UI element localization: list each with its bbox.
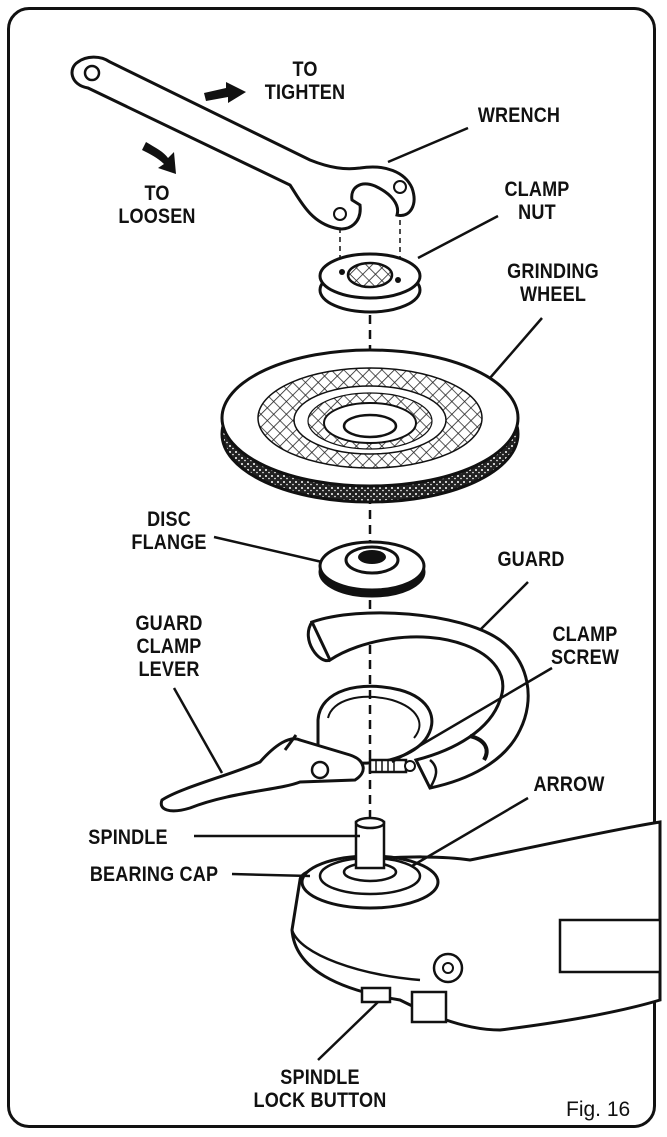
guard-clamp-lever-label: GUARD CLAMP LEVER [135,612,203,681]
disc-flange [318,540,426,598]
loosen-arrow-icon [142,142,176,174]
leader-lines [172,126,553,1061]
wrench [70,55,416,231]
tighten-arrow-icon [204,82,246,103]
spindle-label: SPINDLE [88,826,168,849]
to-tighten-label: TO TIGHTEN [264,58,346,104]
bearing-cap-label: BEARING CAP [89,863,219,886]
clamp-screw-label: CLAMP SCREW [550,623,620,669]
grinding-wheel-label: GRINDING WHEEL [507,260,599,306]
arrow-label: ARROW [533,773,605,796]
clamp-nut-label: CLAMP NUT [504,178,570,224]
to-loosen-label: TO LOOSEN [118,182,196,228]
grinder-body [290,816,662,1032]
wrench-label: WRENCH [477,104,561,127]
disc-flange-label: DISC FLANGE [131,508,207,554]
guard-label: GUARD [497,548,565,571]
guard-clamp-lever [159,734,365,813]
figure-caption: Fig. 16 [566,1098,631,1121]
spindle-lock-button-label: SPINDLE LOCK BUTTON [253,1066,387,1112]
clamp-screw [368,758,416,774]
grinding-wheel [220,348,520,504]
clamp-nut [318,252,422,314]
